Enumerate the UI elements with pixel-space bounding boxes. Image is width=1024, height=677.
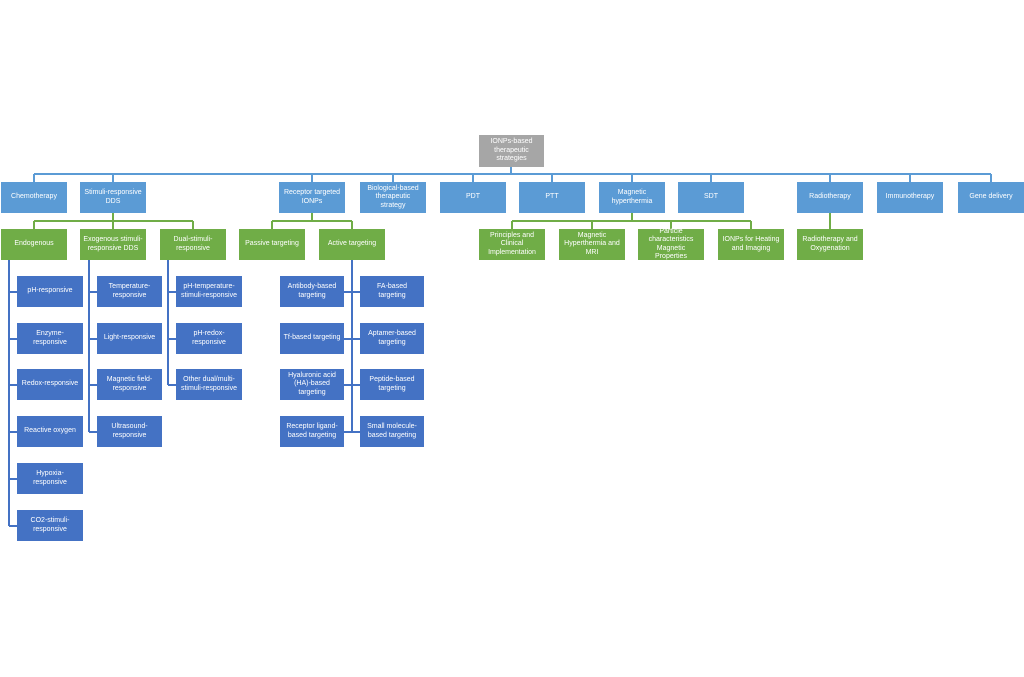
node-particle-characteristics: Particle characteristics Magnetic Proper… [638,228,704,260]
leaf-aptamer-targeting: Aptamer-based targeting [360,323,424,354]
node-passive-targeting: Passive targeting [239,229,305,260]
node-gene-delivery: Gene delivery [958,182,1024,213]
leaf-hypoxia-responsive: Hypoxia-responsive [17,463,83,494]
leaf-peptide-targeting: Peptide-based targeting [360,369,424,400]
leaf-light-responsive: Light-responsive [97,323,162,354]
leaf-ph-redox: pH-redox-responsive [176,323,242,354]
node-exogenous-dds: Exogenous stimuli-responsive DDS [80,229,146,260]
node-biological-based-strategy: Biological-based therapeutic strategy [360,182,426,213]
root-node: IONPs-based therapeutic strategies [479,135,544,167]
node-endogenous: Endogenous [1,229,67,260]
leaf-ultrasound-responsive: Ultrasound-responsive [97,416,162,447]
leaf-co2-stimuli-responsive: CO2-stimuli-responsive [17,510,83,541]
leaf-antibody-targeting: Antibody-based targeting [280,276,344,307]
node-chemotherapy: Chemotherapy [1,182,67,213]
node-principles-clinical: Principles and Clinical Implementation [479,229,545,260]
leaf-enzyme-responsive: Enzyme-responsive [17,323,83,354]
leaf-small-molecule-targeting: Small molecule-based targeting [360,416,424,447]
leaf-temperature-responsive: Temperature-responsive [97,276,162,307]
node-heating-imaging: IONPs for Heating and Imaging [718,229,784,260]
leaf-redox-responsive: Redox-responsive [17,369,83,400]
leaf-ph-temperature: pH-temperature-stimuli-responsive [176,276,242,307]
leaf-tf-targeting: Tf-based targeting [280,323,344,354]
node-ptt: PTT [519,182,585,213]
node-dual-stimuli: Dual-stimuli-responsive [160,229,226,260]
leaf-ph-responsive: pH-responsive [17,276,83,307]
leaf-receptor-ligand-targeting: Receptor ligand-based targeting [280,416,344,447]
node-active-targeting: Active targeting [319,229,385,260]
node-hyperthermia-mri: Magnetic Hyperthermia and MRI [559,229,625,260]
leaf-other-dual-multi: Other dual/multi-stimuli-responsive [176,369,242,400]
leaf-ha-targeting: Hyaluronic acid (HA)-based targeting [280,369,344,400]
leaf-fa-targeting: FA-based targeting [360,276,424,307]
node-immunotherapy: Immunotherapy [877,182,943,213]
node-radiotherapy: Radiotherapy [797,182,863,213]
node-sdt: SDT [678,182,744,213]
node-pdt: PDT [440,182,506,213]
node-radiotherapy-oxygenation: Radiotherapy and Oxygenation [797,229,863,260]
node-magnetic-hyperthermia: Magnetic hyperthermia [599,182,665,213]
node-receptor-targeted-ionps: Receptor targeted IONPs [279,182,345,213]
leaf-magnetic-field-responsive: Magnetic field-responsive [97,369,162,400]
node-stimuli-responsive-dds: Stimuli-responsive DDS [80,182,146,213]
leaf-reactive-oxygen: Reactive oxygen [17,416,83,447]
